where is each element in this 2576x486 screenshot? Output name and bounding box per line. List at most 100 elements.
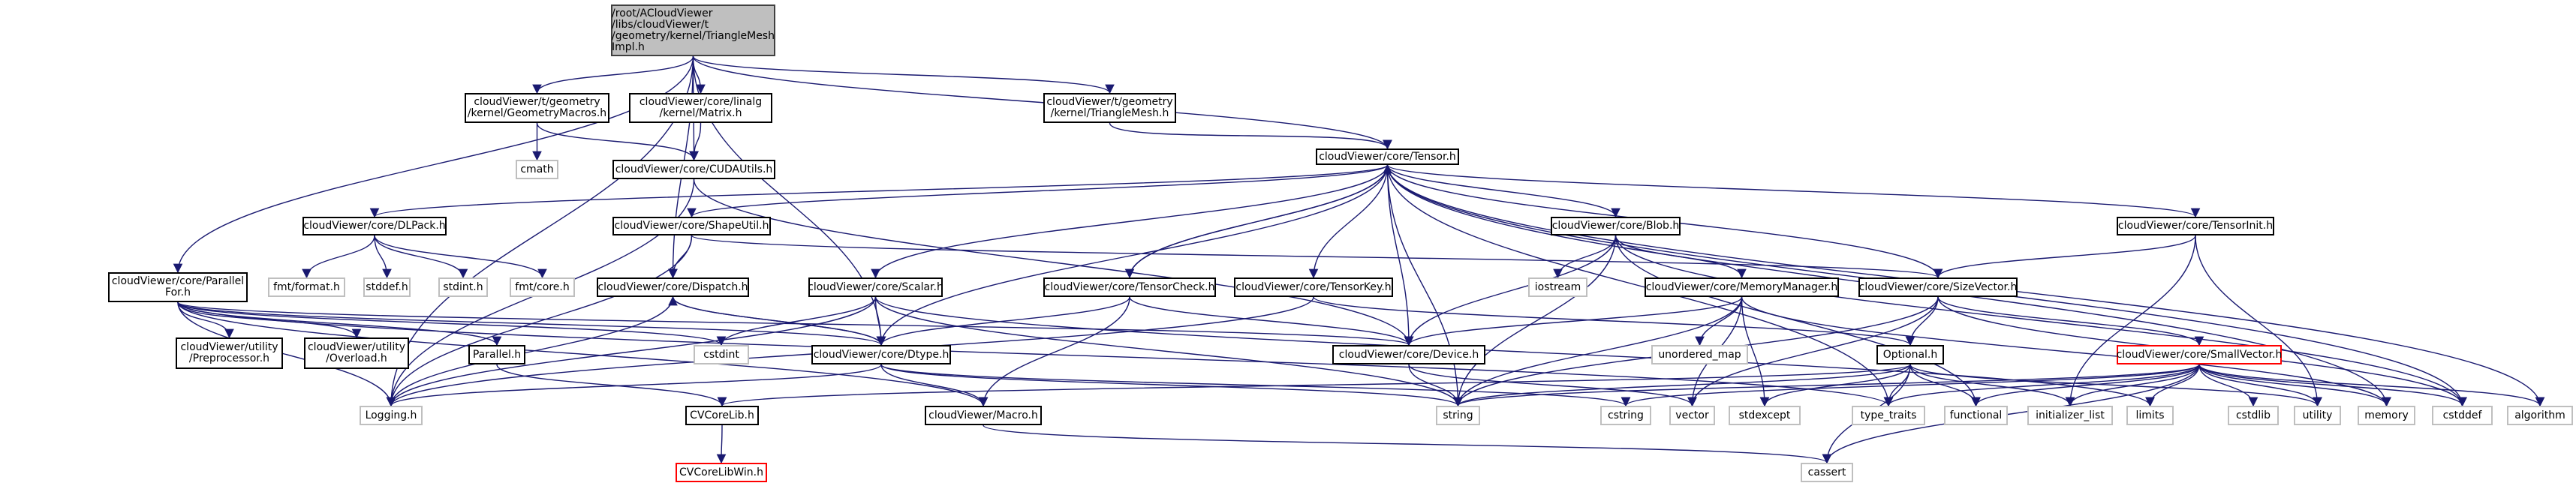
node-tensorkey[interactable]: cloudViewer/core/TensorKey.h xyxy=(1234,278,1393,297)
node-macro[interactable]: cloudViewer/Macro.h xyxy=(925,406,1042,425)
node-type-traits: type_traits xyxy=(1852,406,1925,425)
node-smallvector[interactable]: cloudViewer/core/SmallVector.h xyxy=(2117,345,2282,364)
node-label: vector xyxy=(1675,409,1709,422)
node-blob[interactable]: cloudViewer/core/Blob.h xyxy=(1551,217,1681,236)
node-label: cloudViewer/core/Dtype.h xyxy=(813,348,949,361)
node-label: cmath xyxy=(520,163,554,176)
node-label: stdint.h xyxy=(443,280,483,293)
node-preproc[interactable]: cloudViewer/utility /Preprocessor.h xyxy=(176,338,283,369)
node-label: cloudViewer/core/Dispatch.h xyxy=(597,280,748,293)
edge-optional-to-cvcorelib xyxy=(718,364,1911,407)
edge-dtype-to-string xyxy=(880,364,1463,407)
node-memory: memory xyxy=(2358,406,2415,425)
edge-smallvector-to-cstring xyxy=(1621,364,2200,407)
node-tensorcheck[interactable]: cloudViewer/core/TensorCheck.h xyxy=(1043,278,1216,297)
edge-tensorcheck-to-device xyxy=(1129,296,1414,346)
node-optional[interactable]: Optional.h xyxy=(1876,345,1944,364)
edge-smallvector-to-functional xyxy=(1971,364,2200,407)
edge-scalar-to-cstdint xyxy=(716,296,877,346)
node-label: cloudViewer/Macro.h xyxy=(928,409,1038,422)
edge-smallvector-to-initializer_list xyxy=(2065,364,2200,407)
edge-smallvector-to-cstdlib xyxy=(2198,364,2259,407)
edge-tensorcheck-to-macro xyxy=(978,296,1130,407)
node-dtype[interactable]: cloudViewer/core/Dtype.h xyxy=(811,345,951,364)
edge-root-to-geomacros xyxy=(532,56,694,94)
edge-root-to-tensor xyxy=(692,56,1392,150)
node-parallelfor[interactable]: cloudViewer/core/Parallel For.h xyxy=(108,272,248,302)
node-cassert: cassert xyxy=(1801,463,1853,482)
node-label: limits xyxy=(2135,409,2165,422)
edge-tensor-to-string xyxy=(1386,164,1463,407)
edge-parallel-to-cvcorelib xyxy=(496,364,727,407)
node-parallel[interactable]: Parallel.h xyxy=(468,345,525,364)
node-trimesh[interactable]: cloudViewer/t/geometry /kernel/TriangleM… xyxy=(1043,93,1176,123)
edge-scalar-to-logging xyxy=(386,296,877,407)
node-matrix[interactable]: cloudViewer/core/linalg /kernel/Matrix.h xyxy=(629,93,772,123)
node-label: CVCoreLib.h xyxy=(690,409,754,422)
edge-smallvector-to-cassert xyxy=(1822,364,2200,464)
node-label: cstddef xyxy=(2442,409,2482,422)
node-cstddef: cstddef xyxy=(2432,406,2493,425)
edge-geomacros-to-cudautils xyxy=(536,122,699,161)
edge-dtype-to-macro xyxy=(880,364,989,407)
node-dlpack[interactable]: cloudViewer/core/DLPack.h xyxy=(302,217,447,236)
edge-tensorinit-to-sizevector xyxy=(1933,235,2196,279)
node-dispatch[interactable]: cloudViewer/core/Dispatch.h xyxy=(597,278,749,297)
node-label: fmt/core.h xyxy=(515,280,570,293)
node-cstdlib: cstdlib xyxy=(2228,406,2279,425)
edge-tensorcheck-to-dtype xyxy=(876,296,1130,346)
node-overload[interactable]: cloudViewer/utility /Overload.h xyxy=(304,338,409,369)
node-label: type_traits xyxy=(1860,409,1917,422)
node-cudautils[interactable]: cloudViewer/core/CUDAUtils.h xyxy=(612,160,775,179)
edge-dtype-to-cstring xyxy=(880,364,1630,407)
node-label: /root/ACloudViewer /libs/cloudViewer/t /… xyxy=(612,7,775,53)
edge-cvcorelib-to-cvcorelibwin xyxy=(716,424,727,464)
node-label: string xyxy=(1443,409,1473,422)
edge-smallvector-to-utility xyxy=(2198,364,2322,407)
edge-tensor-to-type_traits xyxy=(1386,164,1894,407)
edge-smallvector-to-type_traits xyxy=(1883,364,2200,407)
node-unordered-map: unordered_map xyxy=(1651,345,1748,364)
node-cvcorelibwin[interactable]: CVCoreLibWin.h xyxy=(676,463,767,482)
edge-blob-to-device xyxy=(1404,235,1617,346)
node-label: cassert xyxy=(1807,466,1846,478)
edge-smallvector-to-algorithm xyxy=(2198,364,2545,407)
node-label: Parallel.h xyxy=(472,348,522,361)
node-label: utility xyxy=(2302,409,2333,422)
edge-sizevector-to-optional xyxy=(1905,296,1939,346)
node-fmtcore: fmt/core.h xyxy=(510,278,575,297)
node-tensor[interactable]: cloudViewer/core/Tensor.h xyxy=(1316,148,1459,165)
node-tensorinit[interactable]: cloudViewer/core/TensorInit.h xyxy=(2117,217,2274,236)
edge-memmgr-to-unordered_map xyxy=(1695,296,1743,346)
node-label: Logging.h xyxy=(365,409,417,422)
node-fmtformat: fmt/format.h xyxy=(268,278,345,297)
node-cvcorelib[interactable]: CVCoreLib.h xyxy=(685,406,759,425)
edge-shapeutil-to-dispatch xyxy=(668,235,693,279)
node-root[interactable]: /root/ACloudViewer /libs/cloudViewer/t /… xyxy=(611,4,775,56)
node-label: algorithm xyxy=(2514,409,2565,422)
edge-root-to-trimesh xyxy=(692,56,1115,94)
node-label: cloudViewer/core/Scalar.h xyxy=(808,280,943,293)
node-shapeutil[interactable]: cloudViewer/core/ShapeUtil.h xyxy=(612,217,771,236)
node-label: unordered_map xyxy=(1658,348,1741,361)
edge-tensor-to-shapeutil xyxy=(687,164,1389,218)
node-geomacros[interactable]: cloudViewer/t/geometry /kernel/GeometryM… xyxy=(465,93,609,123)
edge-blob-to-iostream xyxy=(1553,235,1617,279)
node-scalar[interactable]: cloudViewer/core/Scalar.h xyxy=(808,278,943,297)
node-memmgr[interactable]: cloudViewer/core/MemoryManager.h xyxy=(1645,278,1839,297)
edge-tensor-to-device xyxy=(1386,164,1414,346)
node-label: cloudViewer/core/DLPack.h xyxy=(303,220,446,232)
edge-dtype-to-dispatch xyxy=(668,296,882,346)
node-cstdint: cstdint xyxy=(694,345,749,364)
edge-parallelfor-to-dtype xyxy=(177,302,886,346)
node-sizevector[interactable]: cloudViewer/core/SizeVector.h xyxy=(1858,278,2018,297)
edge-smallvector-to-cstddef xyxy=(2198,364,2467,407)
node-device[interactable]: cloudViewer/core/Device.h xyxy=(1332,345,1485,364)
node-label: cloudViewer/core/TensorKey.h xyxy=(1235,280,1392,293)
node-limits: limits xyxy=(2126,406,2174,425)
node-label: cloudViewer/core/CUDAUtils.h xyxy=(615,163,773,176)
node-utility: utility xyxy=(2294,406,2341,425)
edge-parallelfor-to-cstdint xyxy=(177,302,727,346)
node-label: cloudViewer/core/SmallVector.h xyxy=(2116,348,2283,361)
node-label: cloudViewer/utility /Preprocessor.h xyxy=(180,341,278,364)
